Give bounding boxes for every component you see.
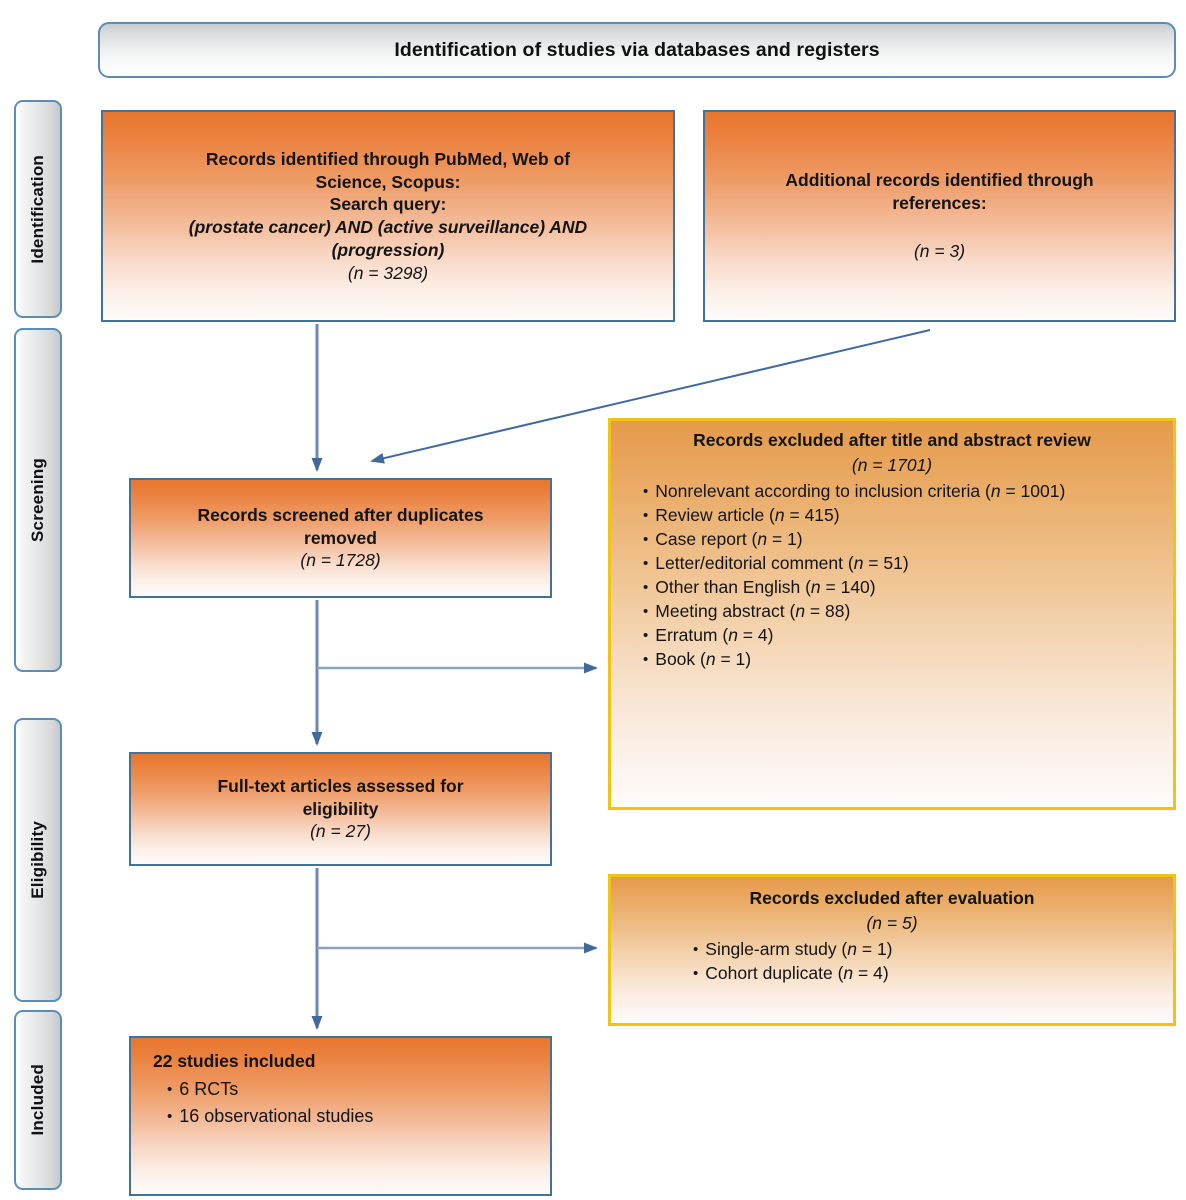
excluded-title-count: (n = 1701): [851, 454, 933, 475]
list-item: Other than English (n = 140): [643, 575, 1159, 599]
fulltext-line1: Full-text articles assessed for: [217, 775, 464, 796]
stage-tab-included: Included: [14, 1010, 62, 1190]
records-identified-line2: Science, Scopus:: [315, 171, 461, 192]
list-item: Single-arm study (n = 1): [693, 937, 1159, 961]
fulltext-line2: eligibility: [302, 798, 379, 819]
diagram-header-banner: Identification of studies via databases …: [98, 22, 1176, 78]
list-item: Meeting abstract (n = 88): [643, 599, 1159, 623]
box-fulltext-assessed: Full-text articles assessed for eligibil…: [129, 752, 552, 866]
stage-tab-screening: Screening: [14, 328, 62, 672]
stage-label-identification: Identification: [28, 154, 47, 264]
list-item: Cohort duplicate (n = 4): [693, 961, 1159, 985]
additional-records-line1: Additional records identified through: [785, 169, 1094, 190]
records-identified-count: (n = 3298): [347, 262, 429, 283]
records-identified-search-query-line2: (progression): [331, 239, 445, 260]
banner-title: Identification of studies via databases …: [394, 38, 880, 61]
records-identified-line3: Search query:: [329, 194, 447, 215]
box-studies-included: 22 studies included 6 RCTs 16 observatio…: [129, 1036, 552, 1196]
stage-label-screening: Screening: [28, 458, 47, 542]
excluded-eval-heading: Records excluded after evaluation: [749, 888, 1035, 908]
excluded-eval-count: (n = 5): [866, 912, 918, 933]
stage-label-eligibility: Eligibility: [28, 821, 47, 899]
list-item: Review article (n = 415): [643, 503, 1159, 527]
records-screened-line1: Records screened after duplicates: [197, 504, 484, 525]
list-item: Letter/editorial comment (n = 51): [643, 551, 1159, 575]
box-additional-records: Additional records identified through re…: [703, 110, 1176, 322]
box-records-screened: Records screened after duplicates remove…: [129, 478, 552, 598]
included-heading: 22 studies included: [153, 1051, 316, 1071]
excluded-title-heading: Records excluded after title and abstrac…: [693, 430, 1091, 450]
additional-records-line2: references:: [892, 192, 987, 213]
additional-records-count: (n = 3): [913, 241, 966, 262]
fulltext-count: (n = 27): [310, 821, 371, 842]
list-item: Erratum (n = 4): [643, 623, 1159, 647]
box-records-excluded-title-abstract: Records excluded after title and abstrac…: [608, 418, 1176, 810]
records-identified-line1: Records identified through PubMed, Web o…: [205, 148, 571, 169]
box-records-excluded-evaluation: Records excluded after evaluation (n = 5…: [608, 874, 1176, 1026]
stage-label-included: Included: [28, 1064, 47, 1136]
records-identified-search-query-line1: (prostate cancer) AND (active surveillan…: [188, 217, 588, 237]
included-item-list: 6 RCTs 16 observational studies: [167, 1076, 536, 1130]
list-item: Case report (n = 1): [643, 527, 1159, 551]
list-item: 16 observational studies: [167, 1103, 536, 1130]
stage-tab-eligibility: Eligibility: [14, 718, 62, 1002]
list-item: 6 RCTs: [167, 1076, 536, 1103]
stage-tab-identification: Identification: [14, 100, 62, 318]
box-records-identified: Records identified through PubMed, Web o…: [101, 110, 675, 322]
excluded-eval-reason-list: Single-arm study (n = 1) Cohort duplicat…: [693, 937, 1159, 985]
excluded-title-reason-list: Nonrelevant according to inclusion crite…: [643, 479, 1159, 672]
list-item: Nonrelevant according to inclusion crite…: [643, 479, 1159, 503]
list-item: Book (n = 1): [643, 647, 1159, 671]
records-screened-line2: removed: [304, 527, 377, 548]
records-screened-count: (n = 1728): [300, 550, 381, 571]
